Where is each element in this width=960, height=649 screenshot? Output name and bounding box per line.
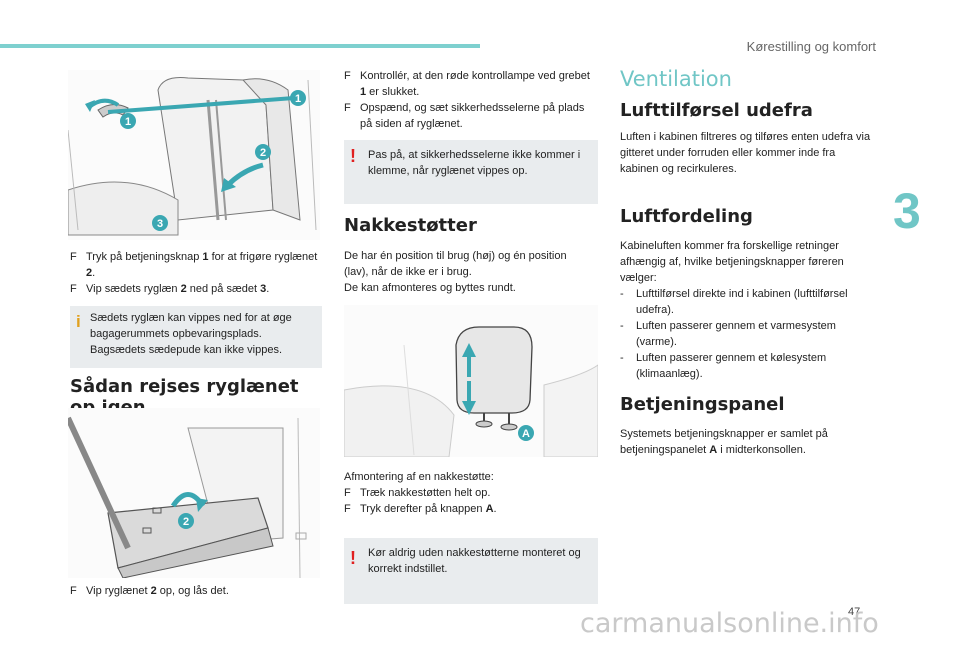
- bullet-icon: F: [344, 70, 351, 82]
- section-heading-headrests: Nakkestøtter: [344, 215, 477, 236]
- step-list-item: F Træk nakkestøtten helt op.: [344, 487, 491, 499]
- svg-text:A: A: [522, 428, 530, 440]
- air-distribution-text: Kabineluften kommer fra forskellige retn…: [620, 238, 876, 382]
- svg-text:2: 2: [183, 516, 189, 528]
- bullet-icon: F: [70, 585, 77, 597]
- callout-2: 2: [178, 513, 194, 529]
- control-panel-text: Systemets betjeningsknapper er samlet på…: [620, 428, 828, 456]
- chapter-number: 3: [893, 183, 921, 239]
- bullet-icon: F: [344, 102, 351, 114]
- callout-1-right: 1: [290, 90, 306, 106]
- svg-text:1: 1: [295, 93, 301, 105]
- warning-icon: !: [350, 548, 356, 568]
- section-heading-control-panel: Betjeningspanel: [620, 394, 785, 415]
- callout-3: 3: [152, 215, 168, 231]
- warning-note-belts: ! Pas på, at sikkerhedsselerne ikke komm…: [344, 140, 598, 204]
- ventilation-title: Ventilation: [620, 67, 732, 91]
- removal-title: Afmontering af en nakkestøtte:: [344, 471, 494, 483]
- step-list-item: F Kontrollér, at den røde kontrollampe v…: [344, 70, 590, 98]
- watermark: carmanualsonline.info: [580, 608, 879, 639]
- dash-list-item: -Luften passerer gennem et kølesystem (k…: [620, 352, 827, 380]
- bullet-icon: F: [344, 487, 351, 499]
- step-list-item: F Tryk derefter på knappen A.: [344, 503, 497, 515]
- step-list-item: F Vip ryglænet 2 op, og lås det.: [70, 585, 229, 597]
- headrest-removal: Afmontering af en nakkestøtte: F Træk na…: [344, 469, 594, 517]
- step-list-item: F Tryk på betjeningsknap 1 for at frigør…: [70, 251, 318, 279]
- callout-A: A: [518, 425, 534, 441]
- bullet-icon: F: [70, 283, 77, 295]
- fold-steps: F Tryk på betjeningsknap 1 for at frigør…: [70, 249, 320, 297]
- step-list-item: F Opspænd, og sæt sikkerhedsselerne på p…: [344, 102, 585, 130]
- info-icon: i: [76, 312, 81, 331]
- seat-raise-illustration: 2: [68, 408, 320, 578]
- callout-2: 2: [255, 144, 271, 160]
- step-list-item: F Vip sædets ryglæn 2 ned på sædet 3.: [70, 283, 270, 295]
- air-intake-text: Luften i kabinen filtreres og tilføres e…: [620, 131, 871, 175]
- info-note: i Sædets ryglæn kan vippes ned for at øg…: [70, 306, 322, 368]
- page-number: 47: [848, 606, 861, 618]
- warning-note-headrests: ! Kør aldrig uden nakkestøtterne montere…: [344, 538, 598, 604]
- belt-steps: F Kontrollér, at den røde kontrollampe v…: [344, 68, 594, 132]
- svg-text:1: 1: [125, 116, 131, 128]
- section-title: Kørestilling og komfort: [746, 39, 876, 54]
- dash-list-item: -Luften passerer gennem et varmesystem (…: [620, 320, 836, 348]
- bullet-icon: F: [344, 503, 351, 515]
- callout-1-left: 1: [120, 113, 136, 129]
- bullet-icon: F: [70, 251, 77, 263]
- raise-step: F Vip ryglænet 2 op, og lås det.: [70, 583, 320, 599]
- svg-text:3: 3: [157, 218, 163, 230]
- seat-fold-illustration: 1 1 2 3: [68, 70, 320, 240]
- headrest-illustration: A: [344, 305, 598, 457]
- svg-text:2: 2: [260, 147, 266, 159]
- section-heading-air-distribution: Luftfordeling: [620, 206, 753, 227]
- header-accent-bar: [0, 44, 480, 48]
- warning-icon: !: [350, 146, 356, 166]
- section-heading-air-intake: Lufttilførsel udefra: [620, 100, 813, 121]
- headrest-description: De har én position til brug (høj) og én …: [344, 250, 567, 294]
- dash-list-item: -Lufttilførsel direkte ind i kabinen (lu…: [620, 288, 848, 316]
